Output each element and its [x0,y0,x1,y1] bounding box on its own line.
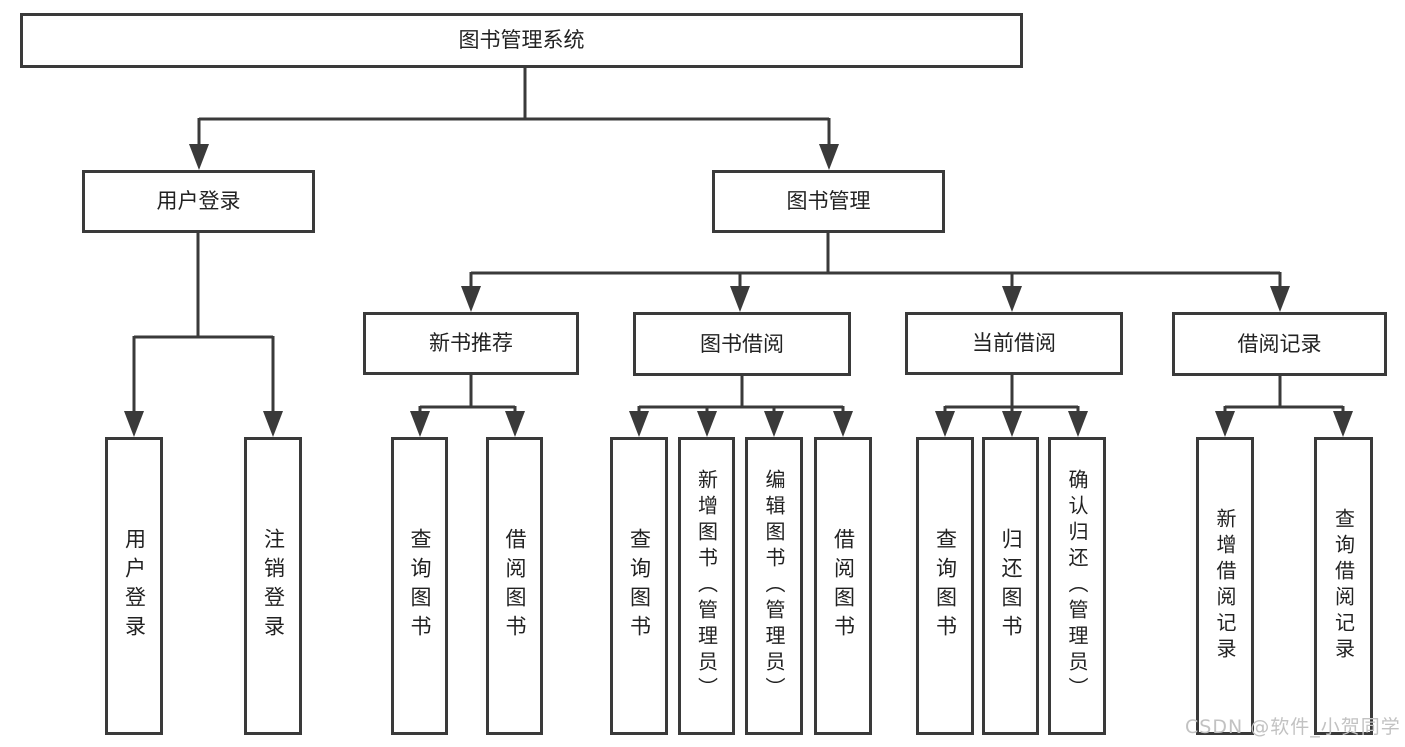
leaf-logout: 注销登录 [244,437,302,735]
leaf-borrow-add-admin: 新增图书（管理员） [678,437,735,735]
leaf-record-add: 新增借阅记录 [1196,437,1254,735]
leaf-borrow-book-label: 借阅图书 [831,528,856,644]
leaf-borrow-query: 查询图书 [610,437,668,735]
leaf-current-query-label: 查询图书 [933,528,958,644]
node-library-system: 图书管理系统 [20,13,1023,68]
leaf-user-login-label: 用户登录 [122,528,147,644]
leaf-record-query: 查询借阅记录 [1314,437,1373,735]
leaf-confirm-return-admin-label: 确认归还（管理员） [1065,469,1089,703]
leaf-user-login: 用户登录 [105,437,163,735]
leaf-record-add-label: 新增借阅记录 [1213,508,1237,664]
node-book-borrowing: 图书借阅 [633,312,851,376]
leaf-borrow-add-admin-label: 新增图书（管理员） [694,469,719,703]
leaf-borrow-book: 借阅图书 [814,437,872,735]
node-current-borrowing-label: 当前借阅 [972,331,1056,355]
leaf-current-query: 查询图书 [916,437,974,735]
node-library-system-label: 图书管理系统 [458,28,585,52]
node-new-book-recommend: 新书推荐 [363,312,579,375]
leaf-newbook-query-label: 查询图书 [408,528,432,644]
leaf-newbook-query: 查询图书 [391,437,448,735]
node-borrow-records: 借阅记录 [1172,312,1387,376]
leaf-newbook-borrow-label: 借阅图书 [503,528,527,644]
node-new-book-recommend-label: 新书推荐 [429,331,513,355]
leaf-confirm-return-admin: 确认归还（管理员） [1048,437,1106,735]
node-book-borrowing-label: 图书借阅 [700,331,784,356]
leaf-borrow-query-label: 查询图书 [627,528,652,644]
node-book-management: 图书管理 [712,170,945,233]
node-borrow-records-label: 借阅记录 [1237,331,1322,356]
leaf-return-book: 归还图书 [982,437,1039,735]
node-current-borrowing: 当前借阅 [905,312,1123,375]
leaf-record-query-label: 查询借阅记录 [1331,508,1356,664]
leaf-newbook-borrow: 借阅图书 [486,437,543,735]
leaf-return-book-label: 归还图书 [999,528,1023,644]
node-user-login-label: 用户登录 [156,189,241,213]
leaf-logout-label: 注销登录 [261,528,286,644]
leaf-borrow-edit-admin: 编辑图书（管理员） [745,437,803,735]
node-book-management-label: 图书管理 [786,189,871,213]
csdn-watermark: CSDN @软件_小贺同学 [1185,716,1401,738]
leaf-borrow-edit-admin-label: 编辑图书（管理员） [762,469,786,703]
node-user-login: 用户登录 [82,170,315,233]
